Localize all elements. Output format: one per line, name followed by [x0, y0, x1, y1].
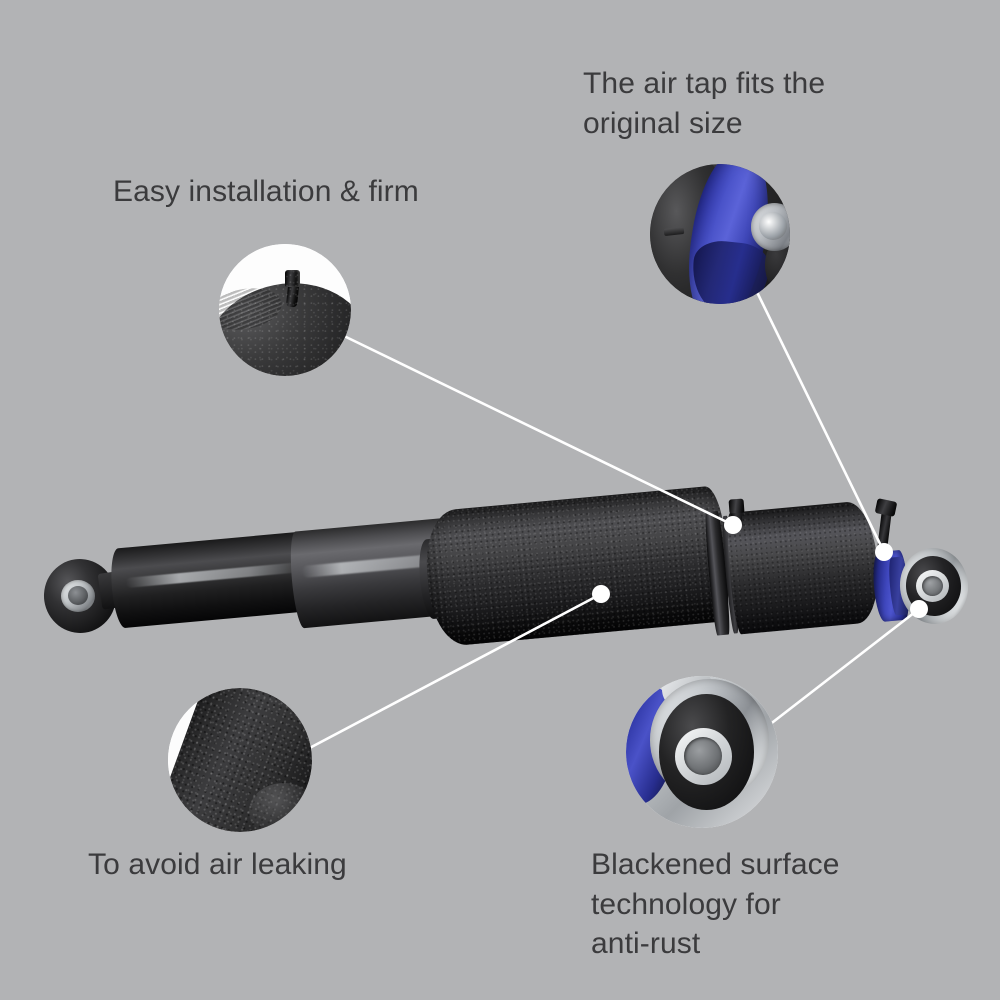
caption-avoid-air-leaking: To avoid air leaking	[88, 848, 347, 881]
callout-valve-texture	[219, 244, 351, 376]
caption-easy-installation: Easy installation & firm	[113, 175, 419, 208]
target-dot-valve	[724, 516, 742, 534]
callout-air-valve	[219, 244, 351, 376]
target-dot-bluetop	[875, 543, 893, 561]
caption-air-tap: The air tap fits the original size	[583, 67, 826, 140]
callout-airtap-metal-core	[759, 211, 788, 240]
target-dot-eyelet	[910, 600, 928, 618]
line-airtap	[755, 290, 886, 554]
callout-texture-shadow	[248, 783, 312, 832]
callout-rubber-texture	[168, 688, 312, 832]
line-eyelet	[762, 607, 921, 731]
callout-airtap-blue-shadow	[688, 238, 772, 304]
callout-eyelet-bore	[683, 736, 722, 775]
callout-eyelet	[626, 676, 778, 828]
callout-air-tap	[650, 164, 790, 304]
line-valve	[342, 334, 735, 527]
callout-valve-nipple-head	[285, 270, 300, 288]
line-texture	[300, 592, 603, 754]
caption-anti-rust: Blackened surface technology for anti-ru…	[591, 848, 840, 961]
target-dot-texture	[592, 585, 610, 603]
